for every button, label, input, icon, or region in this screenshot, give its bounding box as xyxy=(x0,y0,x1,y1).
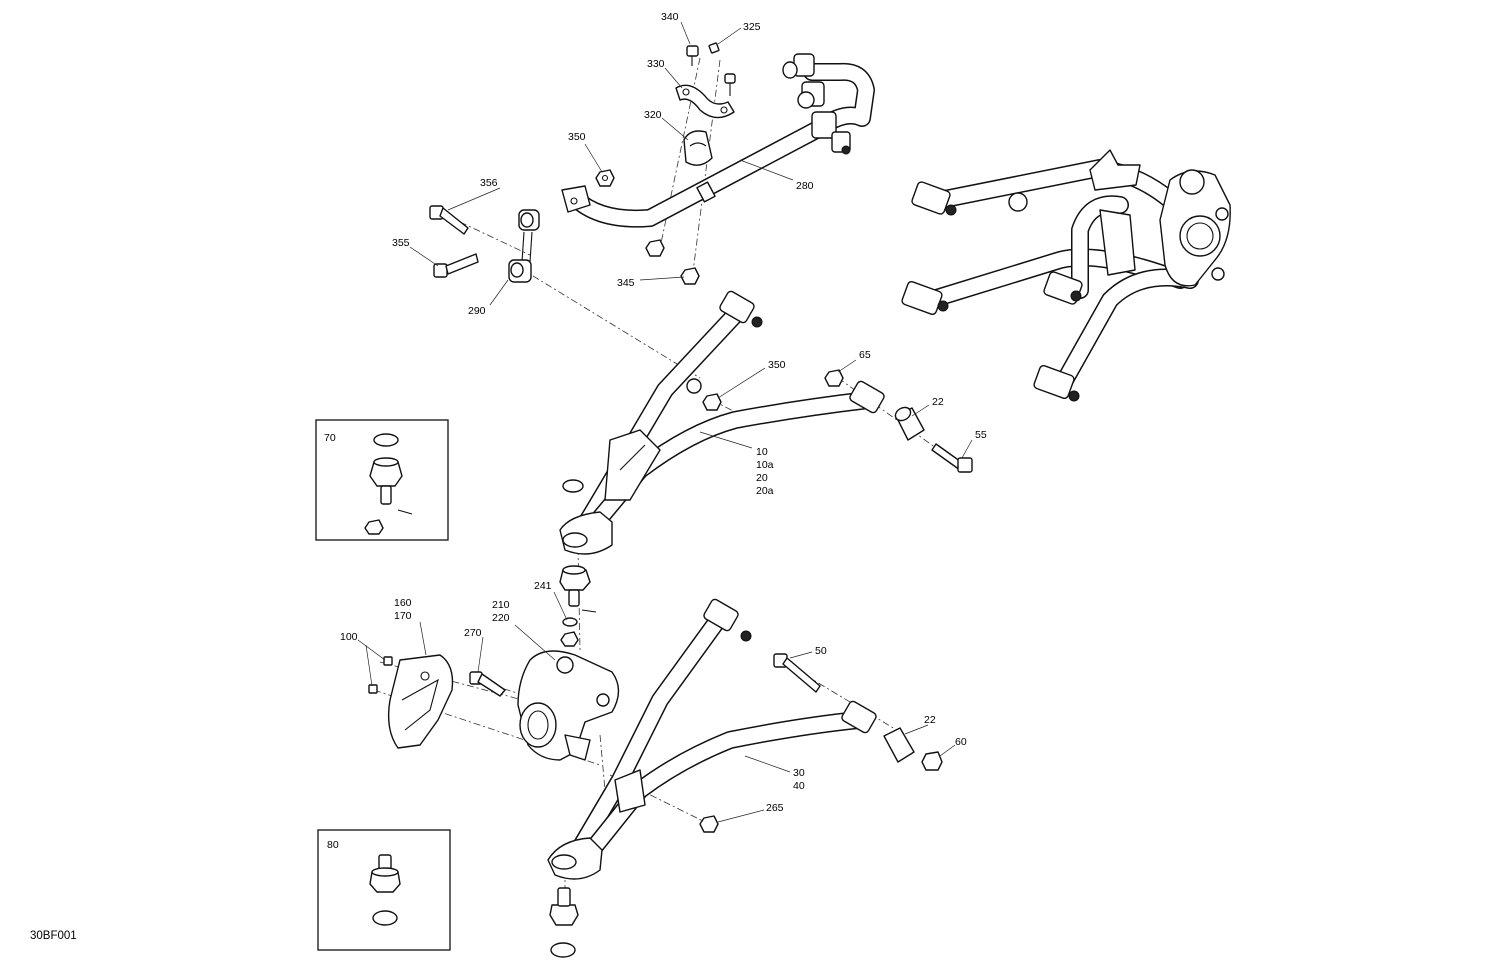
callout-241: 241 xyxy=(534,580,552,592)
bolt-270 xyxy=(469,671,506,697)
callout-55: 55 xyxy=(975,429,987,441)
callout-220: 220 xyxy=(492,612,510,624)
callout-20: 20 xyxy=(756,472,768,484)
callout-355: 355 xyxy=(392,237,410,249)
bushing-22-upper xyxy=(894,406,925,441)
callout-320: 320 xyxy=(644,109,662,121)
nut-350-sway xyxy=(595,169,615,187)
callout-65: 65 xyxy=(859,349,871,361)
callout-10a: 10a xyxy=(756,459,774,471)
callout-265: 265 xyxy=(766,802,784,814)
callout-10: 10 xyxy=(756,446,768,458)
figure-id: 30BF001 xyxy=(30,930,77,942)
inset-box-70 xyxy=(315,419,449,541)
callout-356: 356 xyxy=(480,177,498,189)
callout-270: 270 xyxy=(464,627,482,639)
callout-210: 210 xyxy=(492,599,510,611)
assembled-suspension-view xyxy=(901,149,1231,402)
callout-70: 70 xyxy=(324,432,336,444)
bushing-320 xyxy=(683,130,713,166)
callout-325: 325 xyxy=(743,21,761,33)
callout-80: 80 xyxy=(327,839,339,851)
callout-160: 160 xyxy=(394,597,412,609)
callout-280: 280 xyxy=(796,180,814,192)
nut-325 xyxy=(708,42,720,54)
inset-box-80 xyxy=(317,829,451,951)
callout-345: 345 xyxy=(617,277,635,289)
bushing-22-lower xyxy=(883,727,915,763)
steering-knuckle xyxy=(517,650,620,761)
nut-345 xyxy=(645,239,700,285)
callout-22-lower: 22 xyxy=(924,714,936,726)
callout-170: 170 xyxy=(394,610,412,622)
ball-joint-lower xyxy=(549,887,579,958)
alignment-lines xyxy=(373,57,961,915)
callout-330: 330 xyxy=(647,58,665,70)
callout-350-upper: 350 xyxy=(768,359,786,371)
bolt-340 xyxy=(686,45,699,66)
callout-60: 60 xyxy=(955,736,967,748)
nut-350-upper xyxy=(702,393,722,411)
bolt-356 xyxy=(429,205,469,235)
nut-60 xyxy=(921,751,943,771)
bolt-55 xyxy=(931,443,973,473)
sway-bar-right-link-end xyxy=(782,53,851,155)
callout-290: 290 xyxy=(468,305,486,317)
callout-350-sway: 350 xyxy=(568,131,586,143)
callout-22-upper: 22 xyxy=(932,396,944,408)
upper-a-arm xyxy=(559,290,885,555)
nut-65 xyxy=(824,369,844,387)
callout-50: 50 xyxy=(815,645,827,657)
brake-shield-160-170 xyxy=(387,654,454,749)
bolt-355 xyxy=(433,253,479,278)
snap-ring-upper xyxy=(562,479,584,493)
callout-100: 100 xyxy=(340,631,358,643)
screws-100 xyxy=(368,656,393,694)
callout-labels: 340 325 330 320 350 356 280 355 345 290 … xyxy=(30,11,987,942)
callout-340: 340 xyxy=(661,11,679,23)
bolt-330-side xyxy=(724,73,736,96)
ball-joint-241 xyxy=(559,565,597,647)
bushing-bracket-330 xyxy=(675,84,735,119)
leader-lines xyxy=(357,21,973,823)
sway-bar-280 xyxy=(561,62,875,228)
callout-40: 40 xyxy=(793,780,805,792)
callout-20a: 20a xyxy=(756,485,774,497)
lower-a-arm xyxy=(547,598,877,880)
sway-link-290 xyxy=(508,209,540,283)
callout-30: 30 xyxy=(793,767,805,779)
nut-265 xyxy=(699,815,719,833)
bolt-50 xyxy=(773,653,821,693)
